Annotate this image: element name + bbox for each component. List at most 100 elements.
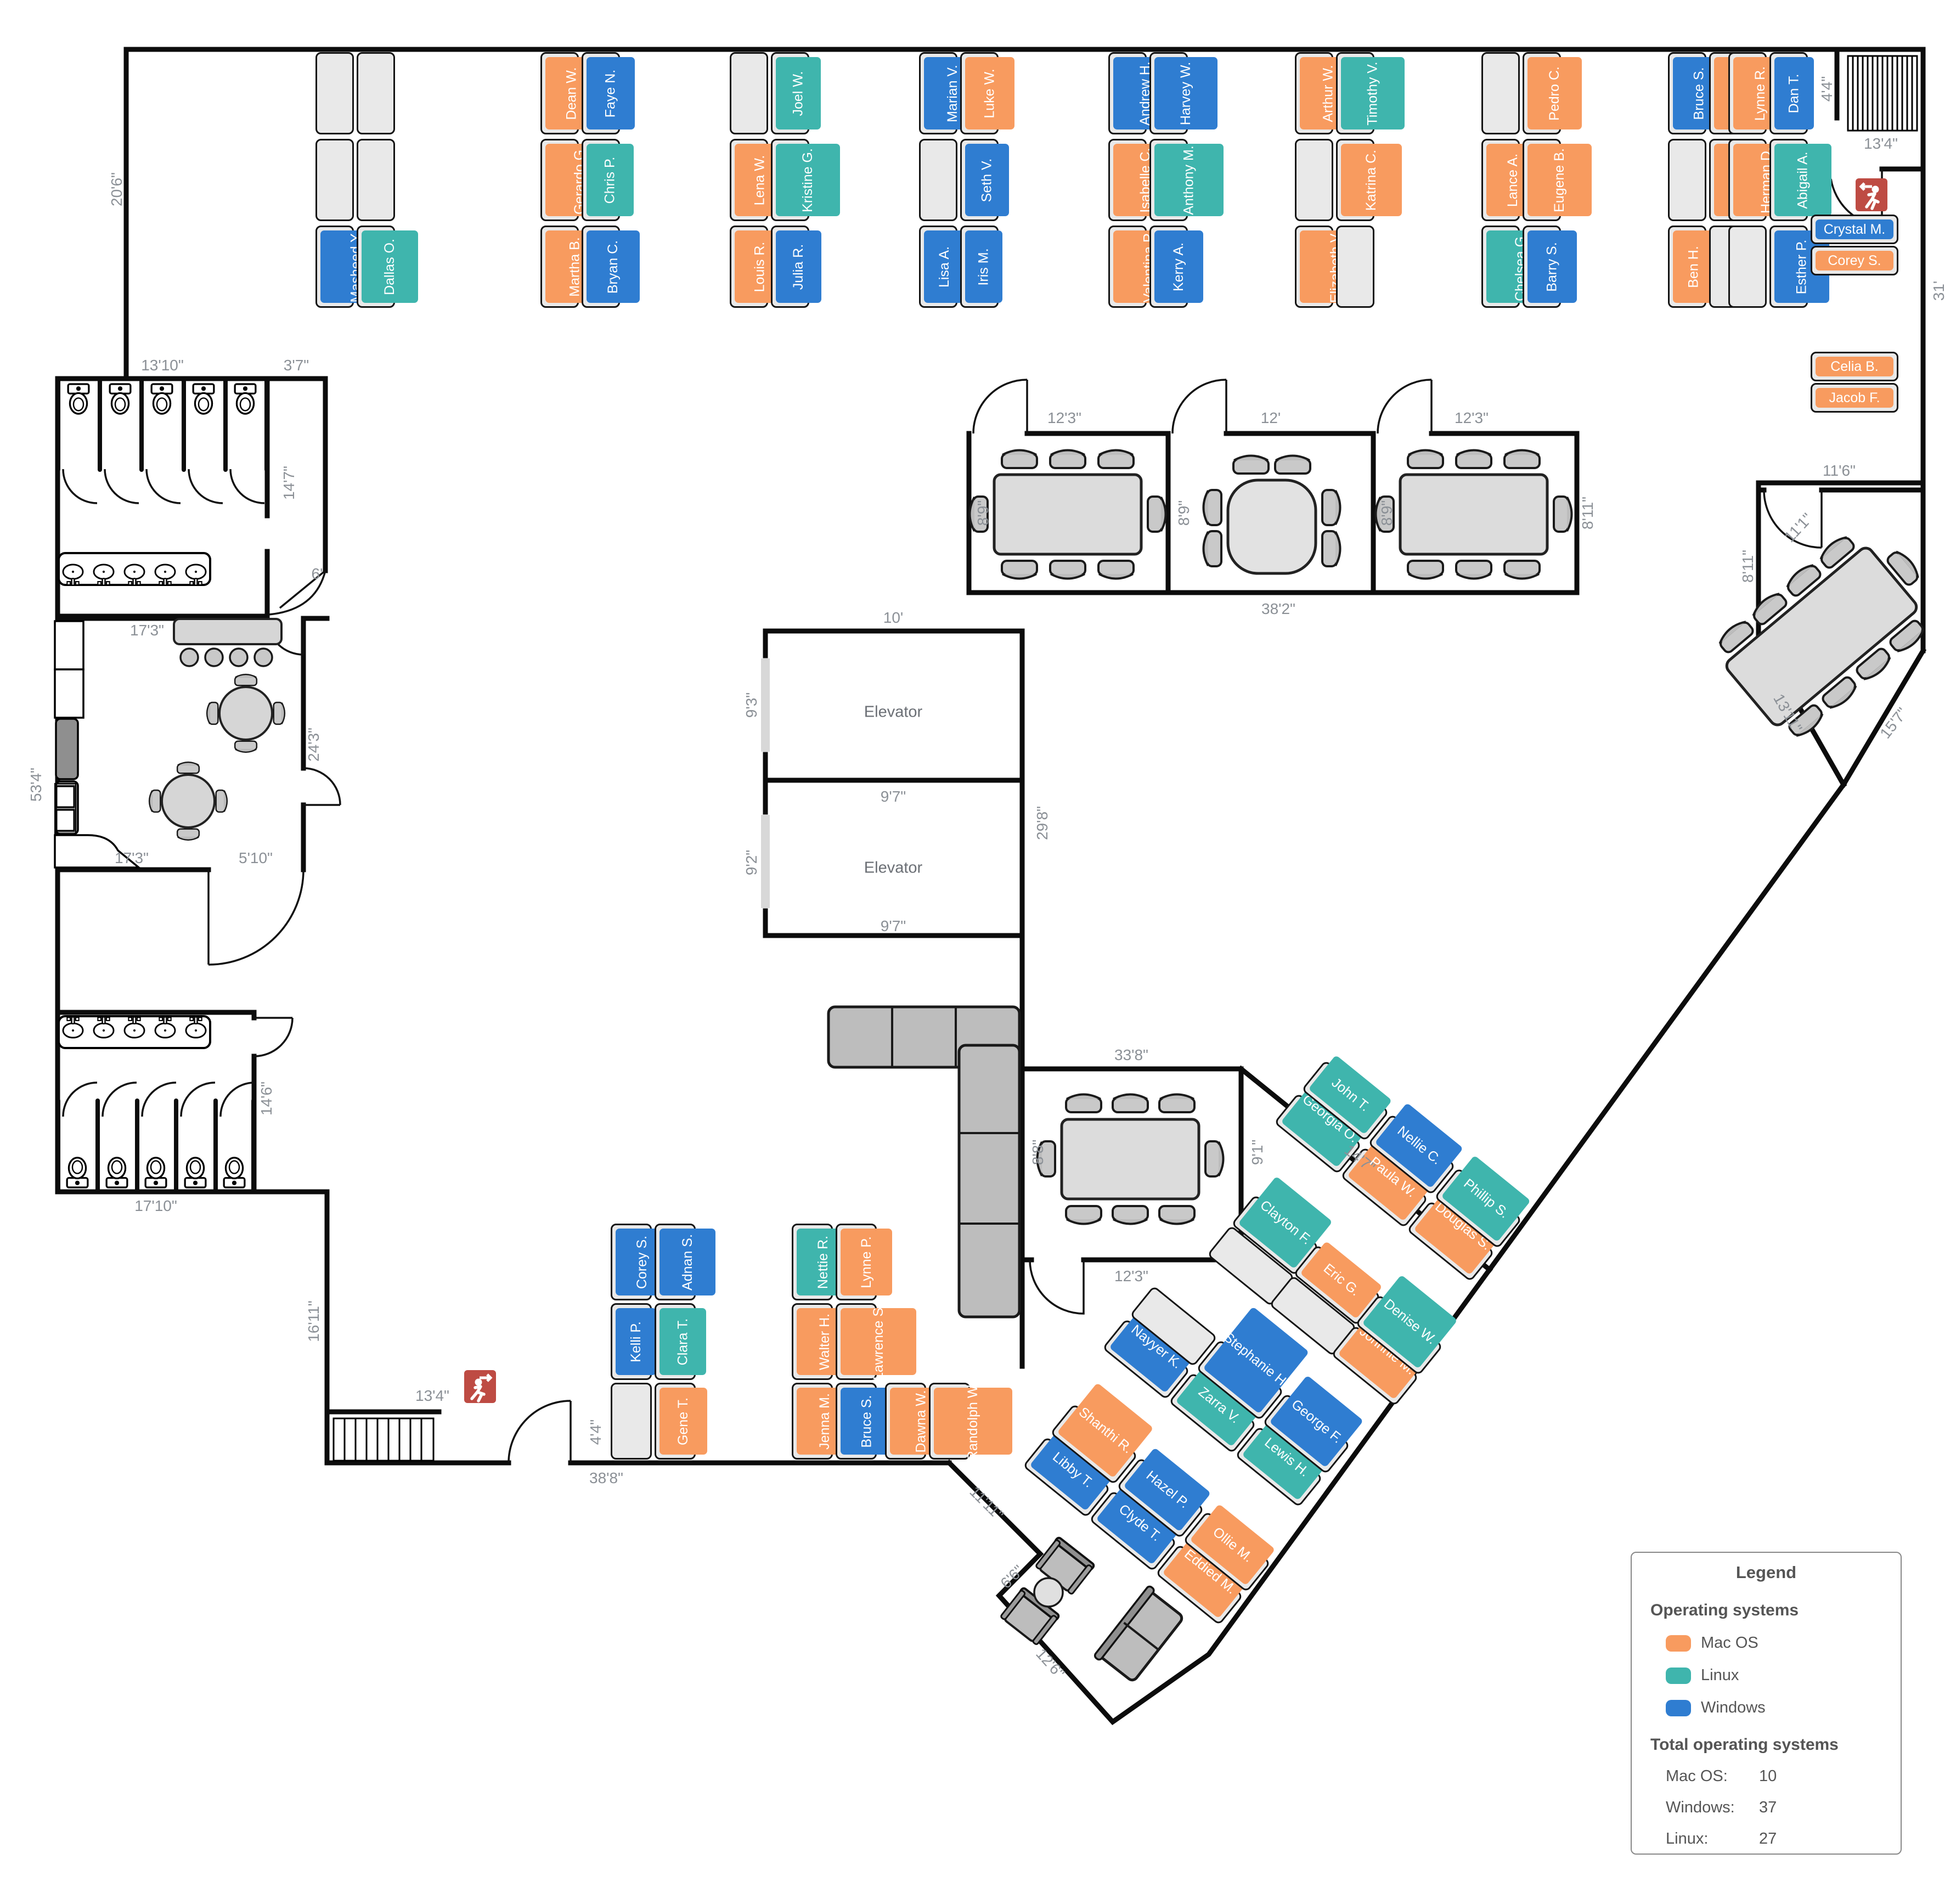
elevator-doors <box>761 658 770 908</box>
desk: Lena W. <box>730 139 785 221</box>
desk: Ben H. <box>1668 226 1715 308</box>
dimension-label: 10' <box>883 609 904 626</box>
stairs-top-right <box>1847 55 1918 132</box>
desk-empty <box>357 139 395 221</box>
desk: Isabelle C. <box>1108 139 1179 221</box>
windows-swatch-icon <box>1666 1699 1691 1716</box>
dimension-label: 9'3" <box>743 692 760 718</box>
meeting-room-1 <box>968 449 1167 580</box>
desk: Harvey W. <box>1149 52 1218 134</box>
desk: Kristine G. <box>771 139 840 221</box>
desk: Lance A. <box>1481 139 1540 221</box>
dimension-label: 9'2" <box>743 849 760 876</box>
desk: Gerardo G. <box>540 139 615 221</box>
dimension-label: 12'3" <box>1114 1268 1149 1285</box>
dimension-label: 9'1" <box>1249 1139 1266 1165</box>
meeting-room-2 <box>1202 454 1341 575</box>
desk: Chelsea G. <box>1481 226 1555 308</box>
dimension-label: 9'7" <box>880 917 906 934</box>
desk: Lisa A. <box>919 226 966 308</box>
dimension-label: 3'7" <box>283 357 309 374</box>
dimension-label: 4'4" <box>587 1419 604 1445</box>
desk-empty <box>730 52 768 134</box>
desk: Seth V. <box>960 139 1009 221</box>
dimension-label: 17'3" <box>129 622 165 639</box>
elevator-2-label: Elevator <box>864 859 923 877</box>
desk: Lynne R. <box>1728 52 1788 134</box>
dimension-label: 12'3" <box>1454 409 1489 426</box>
dimension-label: 5'10" <box>238 849 273 866</box>
desk: Lynne P. <box>835 1224 893 1300</box>
desk-empty <box>1295 139 1333 221</box>
dimension-label: 4'4" <box>1818 76 1835 102</box>
dimension-label: 29'8" <box>1034 805 1051 841</box>
desk-empty <box>610 1383 652 1460</box>
desk: Esther P. <box>1769 226 1829 308</box>
desk: Abigail A. <box>1769 139 1832 221</box>
elevator-1-label: Elevator <box>864 703 923 721</box>
desk: Dean W. <box>540 52 598 134</box>
total-value: 37 <box>1759 1799 1777 1816</box>
desk: Randolph W. <box>928 1382 1012 1461</box>
desk: Luke W. <box>960 52 1015 134</box>
total-label: Mac OS: <box>1666 1767 1728 1785</box>
desk: Kelli P. <box>610 1303 657 1380</box>
dimension-label: 13'4" <box>1863 135 1898 152</box>
legend-title: Legend <box>1735 1563 1797 1582</box>
emergency-exit-icon <box>1856 178 1887 211</box>
desk: Joel W. <box>771 52 821 134</box>
meeting-room-3 <box>1374 449 1573 580</box>
legend: Legend Operating systems Mac OS Linux Wi… <box>1631 1552 1902 1855</box>
desk: Arthur W. <box>1295 52 1357 134</box>
desk: Valentina P. <box>1108 226 1185 308</box>
desk: Masheed Y. <box>315 226 392 308</box>
desk: Eugene B. <box>1523 139 1592 221</box>
dimension-label: 24'3" <box>305 727 322 762</box>
desk-empty <box>1668 139 1706 221</box>
desk: Celia B. <box>1811 352 1898 381</box>
desk: Dallas O. <box>357 226 418 308</box>
legend-item-label: Windows <box>1701 1699 1766 1716</box>
dimension-label: 8'9" <box>1175 500 1192 526</box>
desk: Katrina C. <box>1336 139 1402 221</box>
total-value: 27 <box>1759 1830 1777 1847</box>
stairs-bottom-left <box>332 1417 435 1462</box>
desk-empty <box>1336 226 1374 308</box>
dimension-label: 20'6" <box>108 172 125 207</box>
desk: Chris P. <box>582 139 634 221</box>
legend-item-linux: Linux <box>1666 1666 1901 1685</box>
legend-item-label: Linux <box>1701 1666 1739 1684</box>
loveseat-icon <box>1093 1585 1183 1682</box>
desk: Pedro C. <box>1523 52 1582 134</box>
dimension-label: 16'11" <box>305 1300 322 1342</box>
dimension-label: 9'7" <box>880 788 906 805</box>
desk: Walter H. <box>791 1303 853 1380</box>
desk: Jenna M. <box>791 1383 853 1460</box>
total-value: 10 <box>1759 1767 1777 1785</box>
door-arcs <box>62 169 1883 1463</box>
legend-total-linux: Linux: 27 <box>1666 1830 1901 1848</box>
desk-empty <box>357 52 395 134</box>
desk: Adnan S. <box>654 1224 716 1300</box>
dimension-label: 13'4" <box>415 1387 450 1404</box>
desk: Clara T. <box>654 1303 707 1380</box>
desk: Bruce S. <box>1668 52 1726 134</box>
desk: Corey S. <box>1811 246 1898 275</box>
dimension-label: 38'8" <box>589 1469 624 1486</box>
dimension-label: 8'11" <box>1739 550 1756 583</box>
dimension-label: 14'6" <box>258 1081 275 1116</box>
desk: Andrew H. <box>1108 52 1177 134</box>
dimension-label: 11'6" <box>1823 462 1856 479</box>
lounge <box>999 1535 1183 1682</box>
legend-totals-heading: Total operating systems <box>1650 1736 1839 1754</box>
desk-empty <box>1728 226 1767 308</box>
legend-item-label: Mac OS <box>1701 1634 1758 1652</box>
desk: Timothy V. <box>1336 52 1405 134</box>
macos-swatch-icon <box>1666 1635 1691 1652</box>
bathroom-bottom <box>56 1015 256 1192</box>
desk: Herman D. <box>1728 139 1800 221</box>
desk-empty <box>1481 52 1520 134</box>
lower-meeting-room <box>1036 1093 1225 1225</box>
